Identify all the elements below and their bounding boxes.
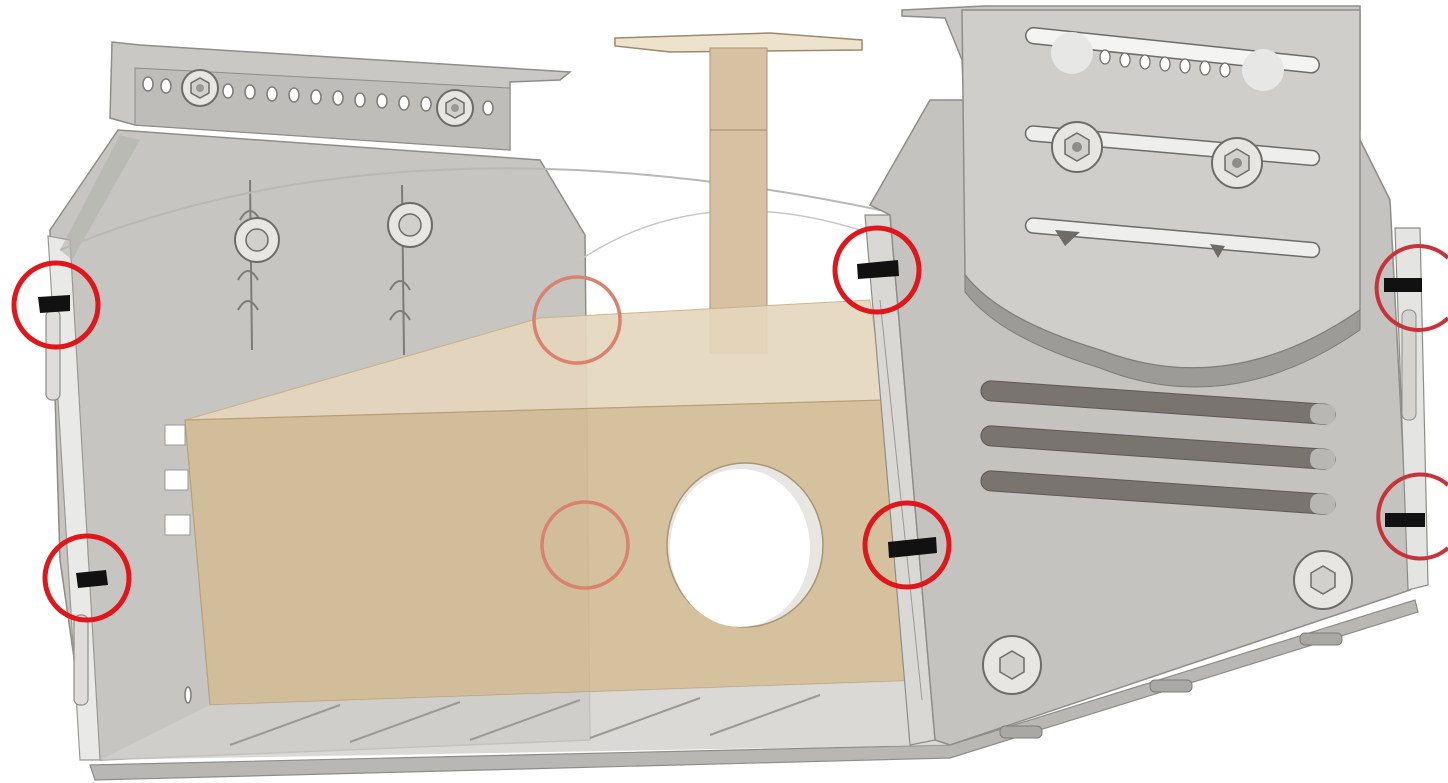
plate-slot-top [1025,26,1320,91]
right-wall-vents [980,380,1336,515]
right-wall-screw-lower-right [1293,550,1353,610]
plate-screw-b [1211,137,1263,189]
faint-marker [540,500,630,590]
bracket-screw-right [436,89,474,127]
bracket-screw-left [181,69,219,107]
left-wall-screw-b [387,202,433,248]
tape-strips [38,260,1425,588]
tape-strip [1384,278,1422,292]
tape-strip [1385,513,1425,527]
left-wall-screw-a [234,217,280,263]
vertical-dowel [709,47,768,354]
top-mount-plate [614,32,863,53]
faint-highlight-markers [532,275,630,590]
red-marker [832,225,922,315]
tape-strip [38,295,70,313]
tape-strip [888,537,937,558]
tape-strip [857,260,899,279]
box-round-opening [666,462,824,628]
right-wall-screw-lower-left [982,635,1042,695]
plate-slot-lower [1024,217,1321,259]
right-adjustment-plate [961,9,1361,388]
plate-screw-a [1051,121,1103,173]
plate-slot-middle [1024,121,1321,189]
red-highlight-markers-edge [1374,244,1448,561]
tape-strip [76,570,108,588]
red-marker-partial [1376,472,1448,561]
left-door-rail [45,309,89,706]
red-marker-partial [1374,244,1448,332]
floor-feet [999,632,1343,739]
red-marker [42,533,132,623]
red-marker [862,500,952,590]
faint-marker [532,275,622,365]
bracket-hole-row [142,76,494,116]
red-marker [11,260,101,350]
right-door-rail [1394,227,1429,591]
red-highlight-markers [11,225,952,623]
left-top-bracket [109,41,572,151]
